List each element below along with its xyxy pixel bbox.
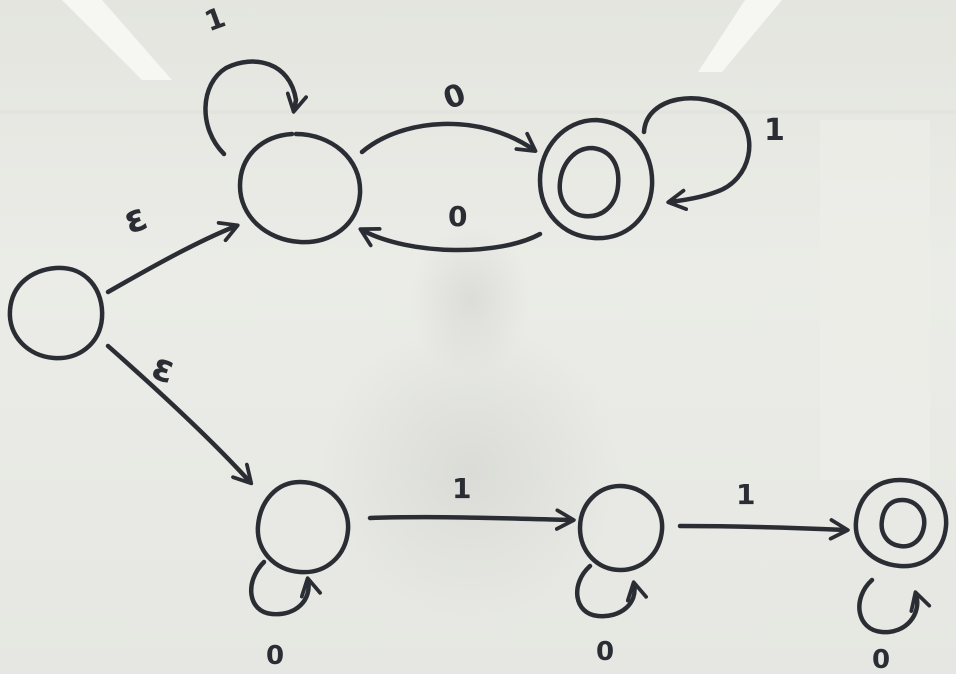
label-b3-loop: 0: [872, 645, 890, 674]
transition-b1-self-loop: 0: [249, 559, 322, 671]
transition-b1-b2: 1: [367, 472, 576, 531]
transition-b2-self-loop: 0: [575, 563, 648, 667]
label-b2-to-b3: 1: [736, 478, 755, 511]
label-a2-to-a1: 0: [448, 200, 467, 233]
label-b1-loop: 0: [266, 641, 284, 671]
transition-start-a1: ε: [105, 194, 240, 295]
transition-b3-self-loop: 0: [857, 577, 932, 674]
state-b2: [577, 483, 665, 573]
state-start: [7, 265, 105, 361]
transition-a1-a2: 0: [359, 77, 538, 155]
transition-a2-self-loop: 1: [641, 96, 785, 212]
state-b1: [255, 479, 351, 575]
reflection-silhouette: [320, 225, 620, 620]
label-b1-to-b2: 1: [452, 472, 471, 505]
label-epsilon-lower: ε: [147, 344, 181, 392]
transition-b2-b3: 1: [677, 478, 850, 541]
label-a1-loop: 1: [200, 0, 230, 38]
transition-start-b1: ε: [105, 343, 254, 486]
transition-a2-a1: 0: [358, 200, 543, 253]
label-epsilon-upper: ε: [118, 194, 153, 243]
state-b3-accepting: [853, 477, 949, 569]
label-b2-loop: 0: [596, 637, 614, 667]
board-glare: [62, 0, 782, 80]
state-a1: [237, 131, 363, 245]
state-a2-accepting: [537, 117, 655, 241]
label-a2-loop: 1: [764, 113, 785, 148]
transition-a1-self-loop: 1: [200, 0, 309, 157]
